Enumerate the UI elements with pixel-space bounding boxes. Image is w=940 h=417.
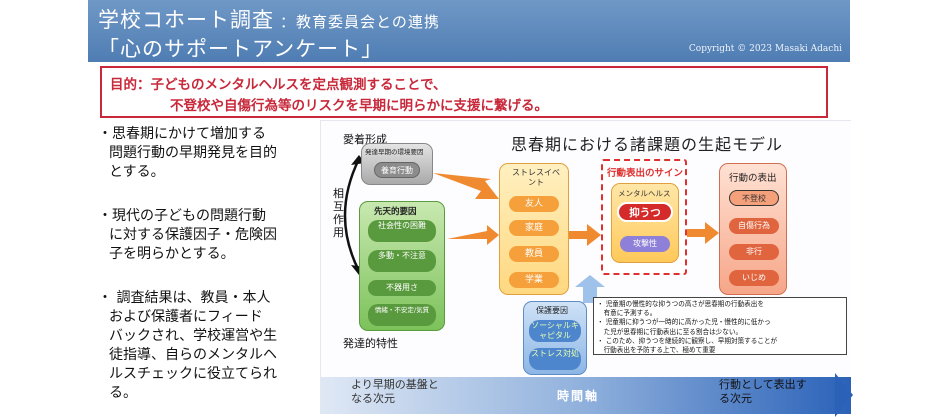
development-label: 発達的特性: [343, 337, 398, 350]
innate-to-stress-arrow: [447, 225, 499, 245]
innate-factors-box: 先天的要因 社会性の困難 多動・不注意 不器用さ 情緒・不安定/気質: [359, 201, 445, 331]
note-line: た児が思春期に行動表出に至る割合は少ない。: [597, 327, 743, 336]
title-subtitle: ：教育委員会との連携: [280, 13, 440, 31]
signs-title: 行動表出のサイン: [607, 168, 684, 179]
timeline-left-label: より早期の基盤と なる次元: [351, 378, 439, 406]
bullet-item: ・思春期にかけて増加する 問題行動の早期発見を目的 とする。: [98, 125, 323, 182]
attachment-to-stress-arrow: [433, 173, 499, 199]
note-line: ・ 児童期の慢性的な抑うつの高さが思春期の行動表出を: [597, 300, 764, 308]
stress-pill-family: 家庭: [509, 220, 559, 236]
timeline-arrow-head: [835, 373, 853, 417]
purpose-line-2: 不登校や自傷行為等のリスクを早期に明らかに支援に繋げる。: [170, 98, 548, 114]
attachment-box: 発達早期の環境要因 養育行動: [361, 143, 433, 185]
bullet-line: ・ 調査結果は、教員・本人: [98, 290, 271, 306]
timeline-left-line: なる次元: [351, 392, 395, 405]
interaction-char: 相: [333, 187, 344, 200]
bullet-line: に対する保護因子・危険因: [109, 227, 277, 243]
behavior-title: 行動の表出: [729, 173, 777, 184]
timeline-right-line: 行動として表出す: [719, 378, 807, 391]
aggression-pill: 攻撃性: [620, 236, 670, 252]
interaction-char: 作: [333, 213, 344, 226]
bullet-line: ・思春期にかけて増加する: [98, 126, 266, 142]
bullet-line: バックされ、学校運営や生: [109, 328, 278, 344]
stress-pill-academics: 学業: [509, 272, 559, 288]
attachment-label: 愛着形成: [343, 133, 387, 146]
timeline-bar: より早期の基盤と なる次元 時間軸 行動として表出す る次元: [321, 373, 853, 417]
signs-to-behavior-arrow: [685, 222, 719, 244]
protective-factors-box: 保護要因 ソーシャルキャピタル ストレス対処: [523, 301, 587, 375]
bullet-line: 問題行動の早期発見を目的: [109, 145, 277, 161]
timeline-right-label: 行動として表出す る次元: [719, 378, 807, 406]
attachment-box-title: 発達早期の環境要因: [365, 148, 424, 156]
copyright-text: Copyright © 2023 Masaki Adachi: [688, 44, 842, 54]
slide: 学校コホート調査 ：教育委員会との連携 「心のサポートアンケート」 Copyrig…: [88, 0, 853, 417]
findings-note: ・ 児童期の慢性的な抑うつの高さが思春期の行動表出を 有意に予測する。 ・ 児童…: [593, 297, 847, 355]
title-main-text: 学校コホート調査: [98, 8, 274, 32]
bullet-line: る。: [109, 385, 137, 401]
model-diagram: より早期の基盤と なる次元 時間軸 行動として表出す る次元 思春期における諸課…: [320, 120, 853, 417]
timeline-left-line: より早期の基盤と: [351, 378, 439, 391]
note-line: ・ 児童期に抑うつが一時的に高かった児・慢性的に低かっ: [597, 318, 771, 327]
stress-pill-teachers: 教員: [509, 246, 559, 262]
title-survey-name: 「心のサポートアンケート」: [98, 37, 384, 61]
protective-up-arrow: [575, 275, 605, 303]
interaction-arc: [343, 158, 361, 272]
protective-pill-social-capital: ソーシャルキャピタル: [529, 320, 581, 342]
interaction-label: 相 互 作 用: [333, 187, 344, 239]
protective-pill-stress-coping: ストレス対処: [529, 348, 581, 370]
behavior-pill-delinquency: 非行: [729, 244, 779, 260]
bullet-line: および保護者にフィード: [109, 309, 263, 325]
timeline-axis-label: 時間軸: [557, 389, 600, 403]
note-line: 行動表出を予防する上で、極めて重要: [597, 346, 716, 355]
bullet-item: ・現代の子どもの問題行動 に対する保護因子・危険因 子を明らかとする。: [98, 207, 323, 264]
title-bar: 学校コホート調査 ：教育委員会との連携 「心のサポートアンケート」 Copyrig…: [88, 0, 850, 62]
behavior-pill-truancy: 不登校: [729, 190, 779, 206]
page-title: 学校コホート調査 ：教育委員会との連携: [98, 4, 440, 34]
innate-pill-clumsy: 不器用さ: [368, 280, 436, 296]
diagram-connectors: [343, 155, 719, 303]
bullet-line: ルスチェックに役立てられ: [109, 366, 277, 382]
diagram-title: 思春期における諸課題の生起モデル: [511, 135, 784, 154]
behavior-pill-bullying: いじめ: [729, 270, 779, 286]
mental-health-box: メンタルヘルス 抑うつ 攻撃性: [611, 183, 679, 263]
bullet-line: 子を明らかとする。: [109, 246, 235, 262]
interaction-char: 互: [333, 200, 344, 213]
stress-events-box: ストレスイベント 友人 家庭 教員 学業: [499, 163, 569, 295]
bullet-line: とする。: [109, 164, 165, 180]
parenting-pill: 養育行動: [374, 162, 420, 178]
innate-pill-social: 社会性の困難: [368, 220, 436, 242]
depression-pill: 抑うつ: [617, 202, 673, 222]
interaction-char: 用: [333, 226, 344, 239]
behavior-box: 行動の表出 不登校 自傷行為 非行 いじめ: [719, 163, 787, 295]
innate-title: 先天的要因: [374, 207, 417, 217]
stress-pill-friends: 友人: [509, 196, 559, 212]
note-line: 有意に予測する。: [597, 309, 657, 318]
purpose-box: 目的：子どものメンタルヘルスを定点観測することで、 不登校や自傷行為等のリスクを…: [100, 66, 828, 118]
purpose-line-1: 目的：子どものメンタルヘルスを定点観測することで、: [110, 77, 447, 93]
stress-to-signs-arrow: [567, 224, 601, 246]
signs-box: 行動表出のサイン メンタルヘルス 抑うつ 攻撃性: [601, 159, 687, 275]
innate-pill-adhd: 多動・不注意: [368, 250, 436, 272]
bullet-line: ・現代の子どもの問題行動: [98, 208, 266, 224]
innate-pill-temperament: 情緒・不安定/気質: [368, 304, 436, 326]
note-line: ・ このため、抑うつを継続的に観察し、早期対策することが: [597, 336, 778, 345]
bullet-line: 徒指導、自らのメンタルヘ: [109, 347, 277, 363]
timeline-right-line: る次元: [719, 392, 752, 405]
stress-title: ストレスイベント: [512, 168, 560, 187]
protective-title: 保護要因: [536, 306, 568, 315]
bullet-item: ・ 調査結果は、教員・本人 および保護者にフィード バックされ、学校運営や生 徒…: [98, 289, 323, 403]
mental-health-title: メンタルヘルス: [618, 189, 671, 198]
behavior-pill-self-harm: 自傷行為: [729, 218, 779, 234]
